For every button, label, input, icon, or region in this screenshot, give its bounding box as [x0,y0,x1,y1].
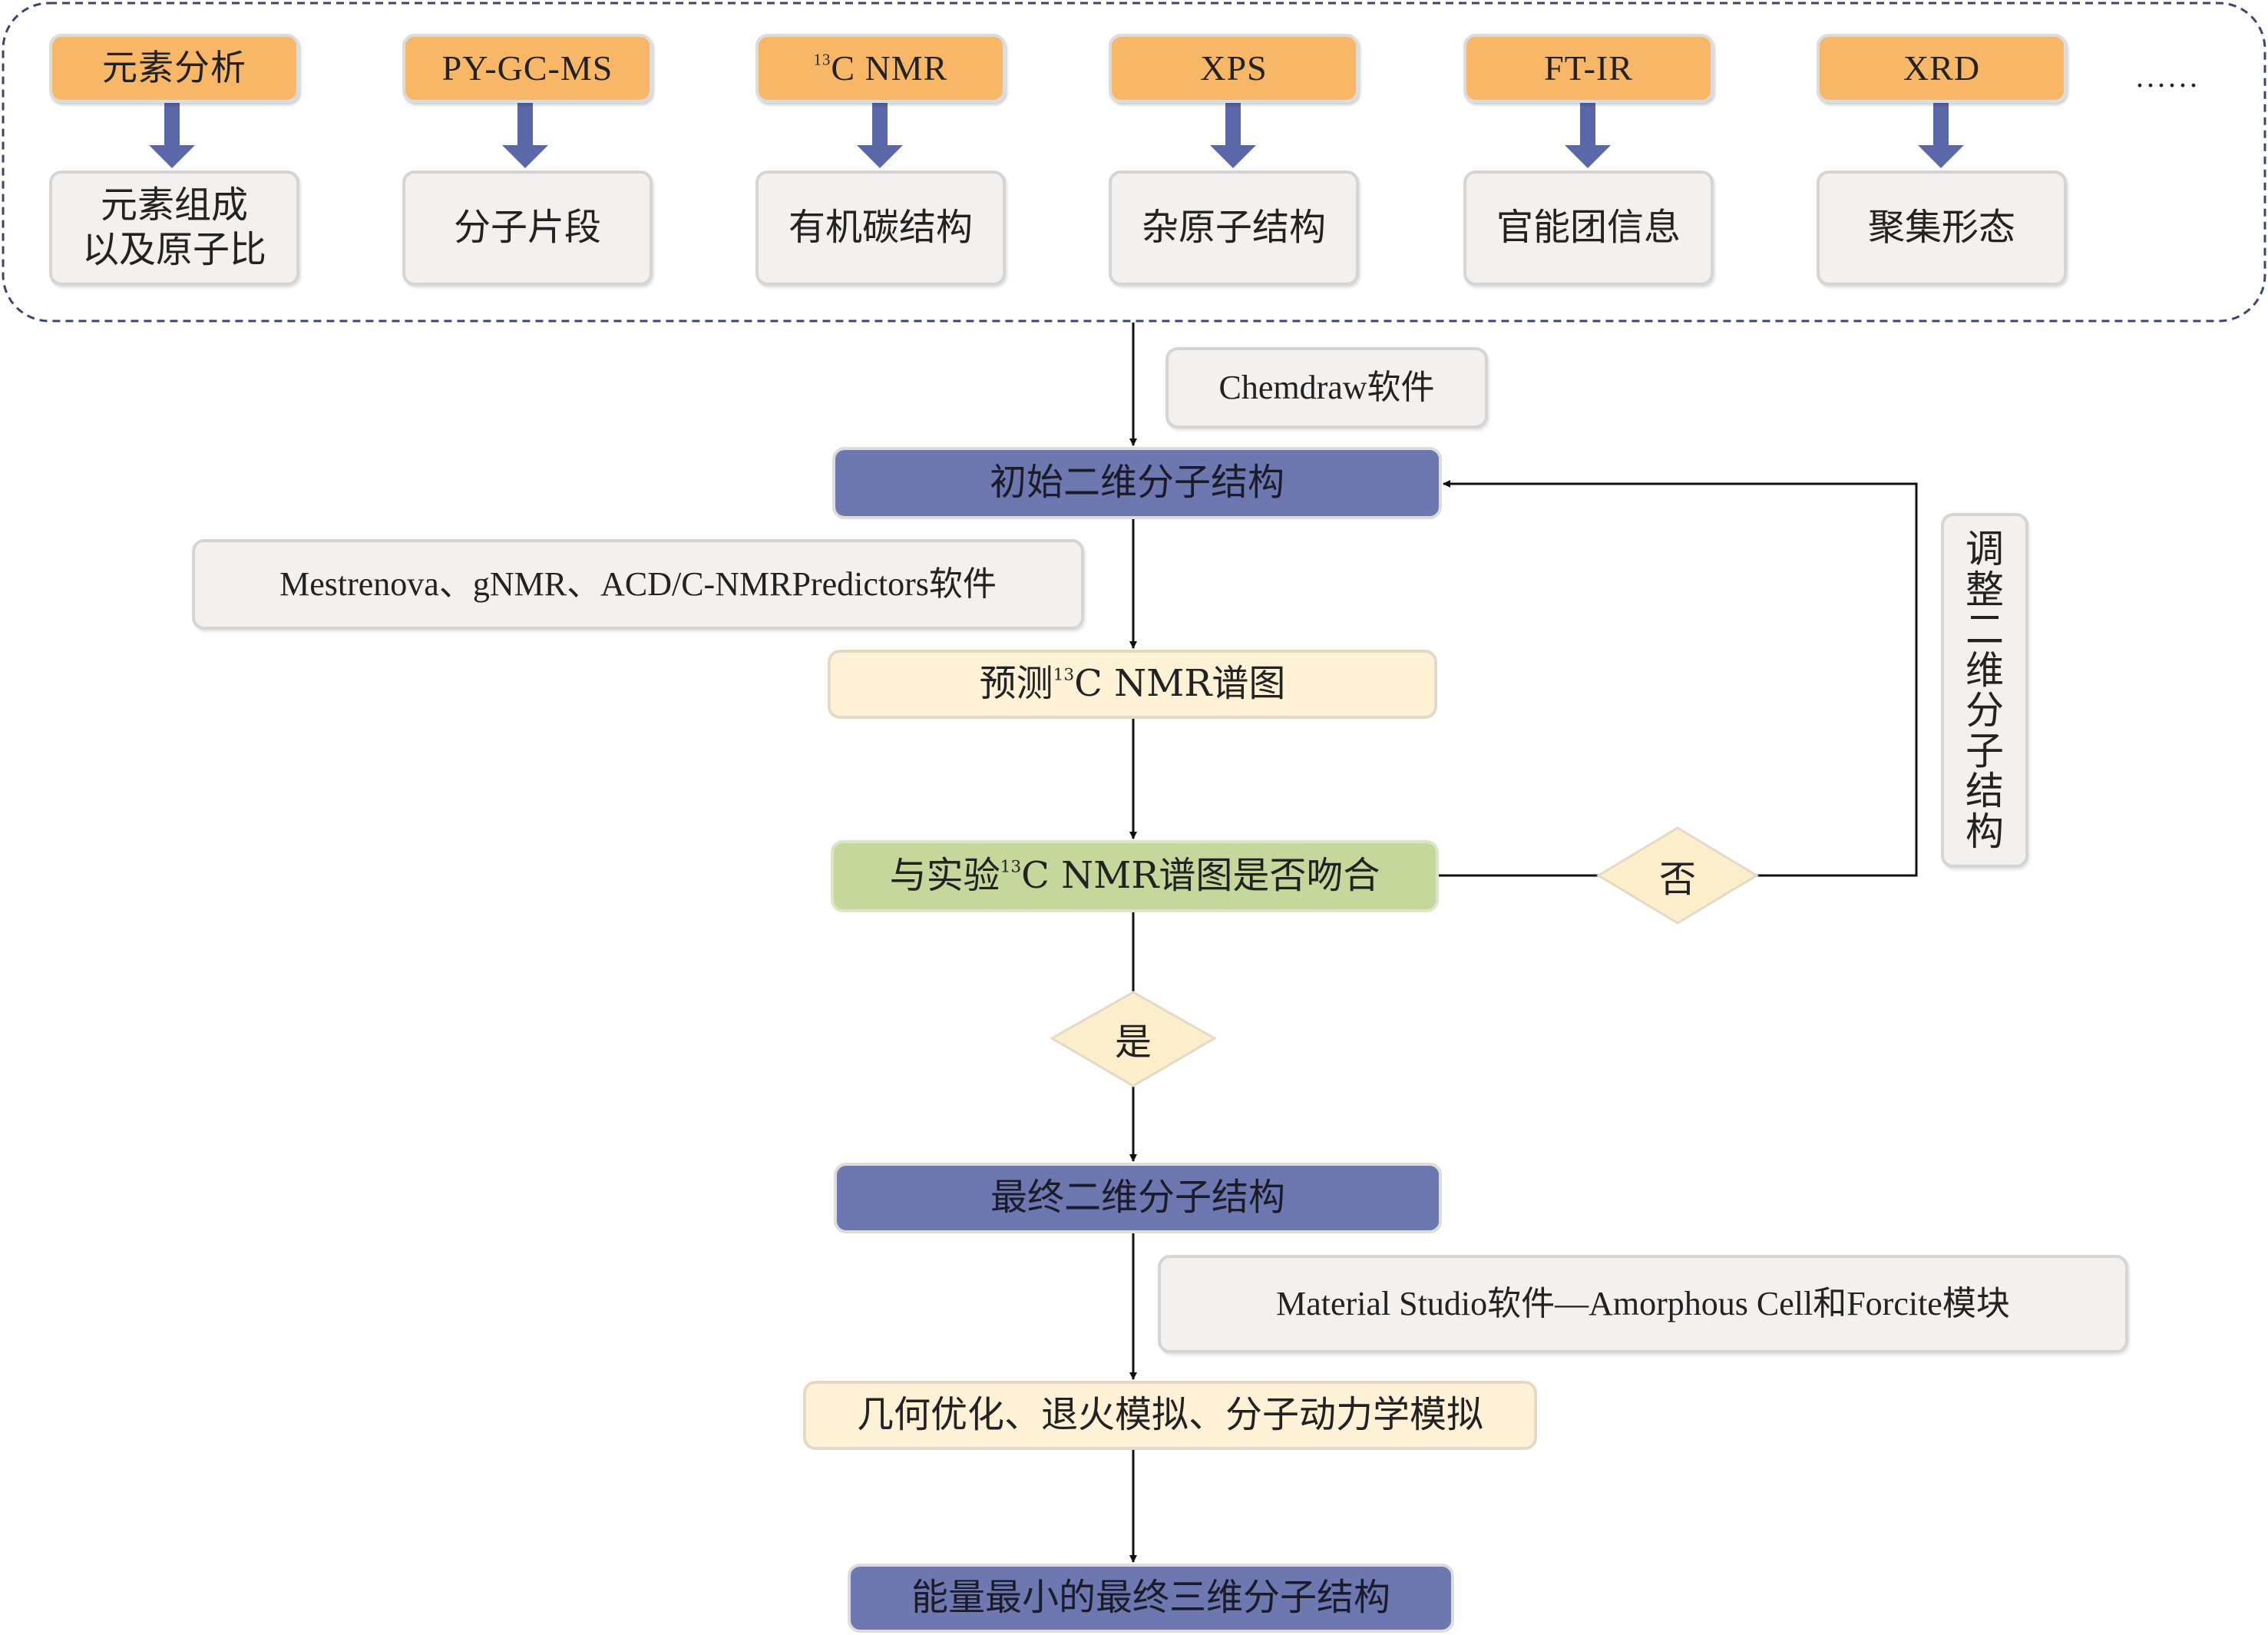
step-final-3d-min-energy-structure: 能量最小的最终三维分子结构 [848,1564,1454,1633]
block-arrow-5 [1565,102,1611,168]
note-nmr-prediction-software: Mestrenova、gNMR、ACD/C-NMRPredictors软件 [192,539,1084,630]
result-heteroatom-structure: 杂原子结构 [1109,170,1359,286]
note-adjust-2d-structure: 调 整 二 维 分 子 结 构 [1941,513,2028,868]
step-predict-13c-nmr: 预测13C NMR谱图 [828,650,1437,719]
block-arrow-4 [1210,102,1256,168]
decision-no-diamond [1596,826,1759,925]
decision-yes-diamond [1049,991,1218,1087]
decision-yes-label: 是 [1114,1021,1152,1064]
note-material-studio-software: Material Studio软件—Amorphous Cell和Forcite… [1158,1255,2128,1353]
result-molecular-fragments: 分子片段 [402,170,653,286]
characterization-panel [2,2,2266,323]
block-arrow-6 [1918,102,1964,168]
technique-elemental-analysis: 元素分析 [49,34,299,103]
result-organic-carbon-structure: 有机碳结构 [755,170,1006,286]
more-techniques-ellipsis: ...... [2136,59,2200,94]
step-geometry-optimization: 几何优化、退火模拟、分子动力学模拟 [803,1381,1537,1450]
note-chemdraw-software: Chemdraw软件 [1165,347,1488,429]
result-elemental-composition: 元素组成 以及原子比 [49,170,299,286]
technique-xps: XPS [1109,34,1359,103]
feedback-loop-line [1443,480,1918,877]
technique-13c-nmr: 13C NMR [755,34,1006,103]
result-functional-groups: 官能团信息 [1463,170,1714,286]
technique-ft-ir: FT-IR [1463,34,1714,103]
technique-xrd: XRD [1817,34,2067,103]
block-arrow-2 [502,102,548,168]
step-initial-2d-structure: 初始二维分子结构 [832,447,1442,519]
block-arrow-3 [857,102,903,168]
technique-py-gc-ms: PY-GC-MS [402,34,653,103]
result-aggregation-state: 聚集形态 [1817,170,2067,286]
step-compare-experimental-13c-nmr: 与实验13C NMR谱图是否吻合 [831,840,1439,912]
block-arrow-1 [149,102,195,168]
block-arrows [149,102,1964,168]
decision-no-label: 否 [1658,858,1697,901]
step-final-2d-structure: 最终二维分子结构 [834,1163,1442,1233]
